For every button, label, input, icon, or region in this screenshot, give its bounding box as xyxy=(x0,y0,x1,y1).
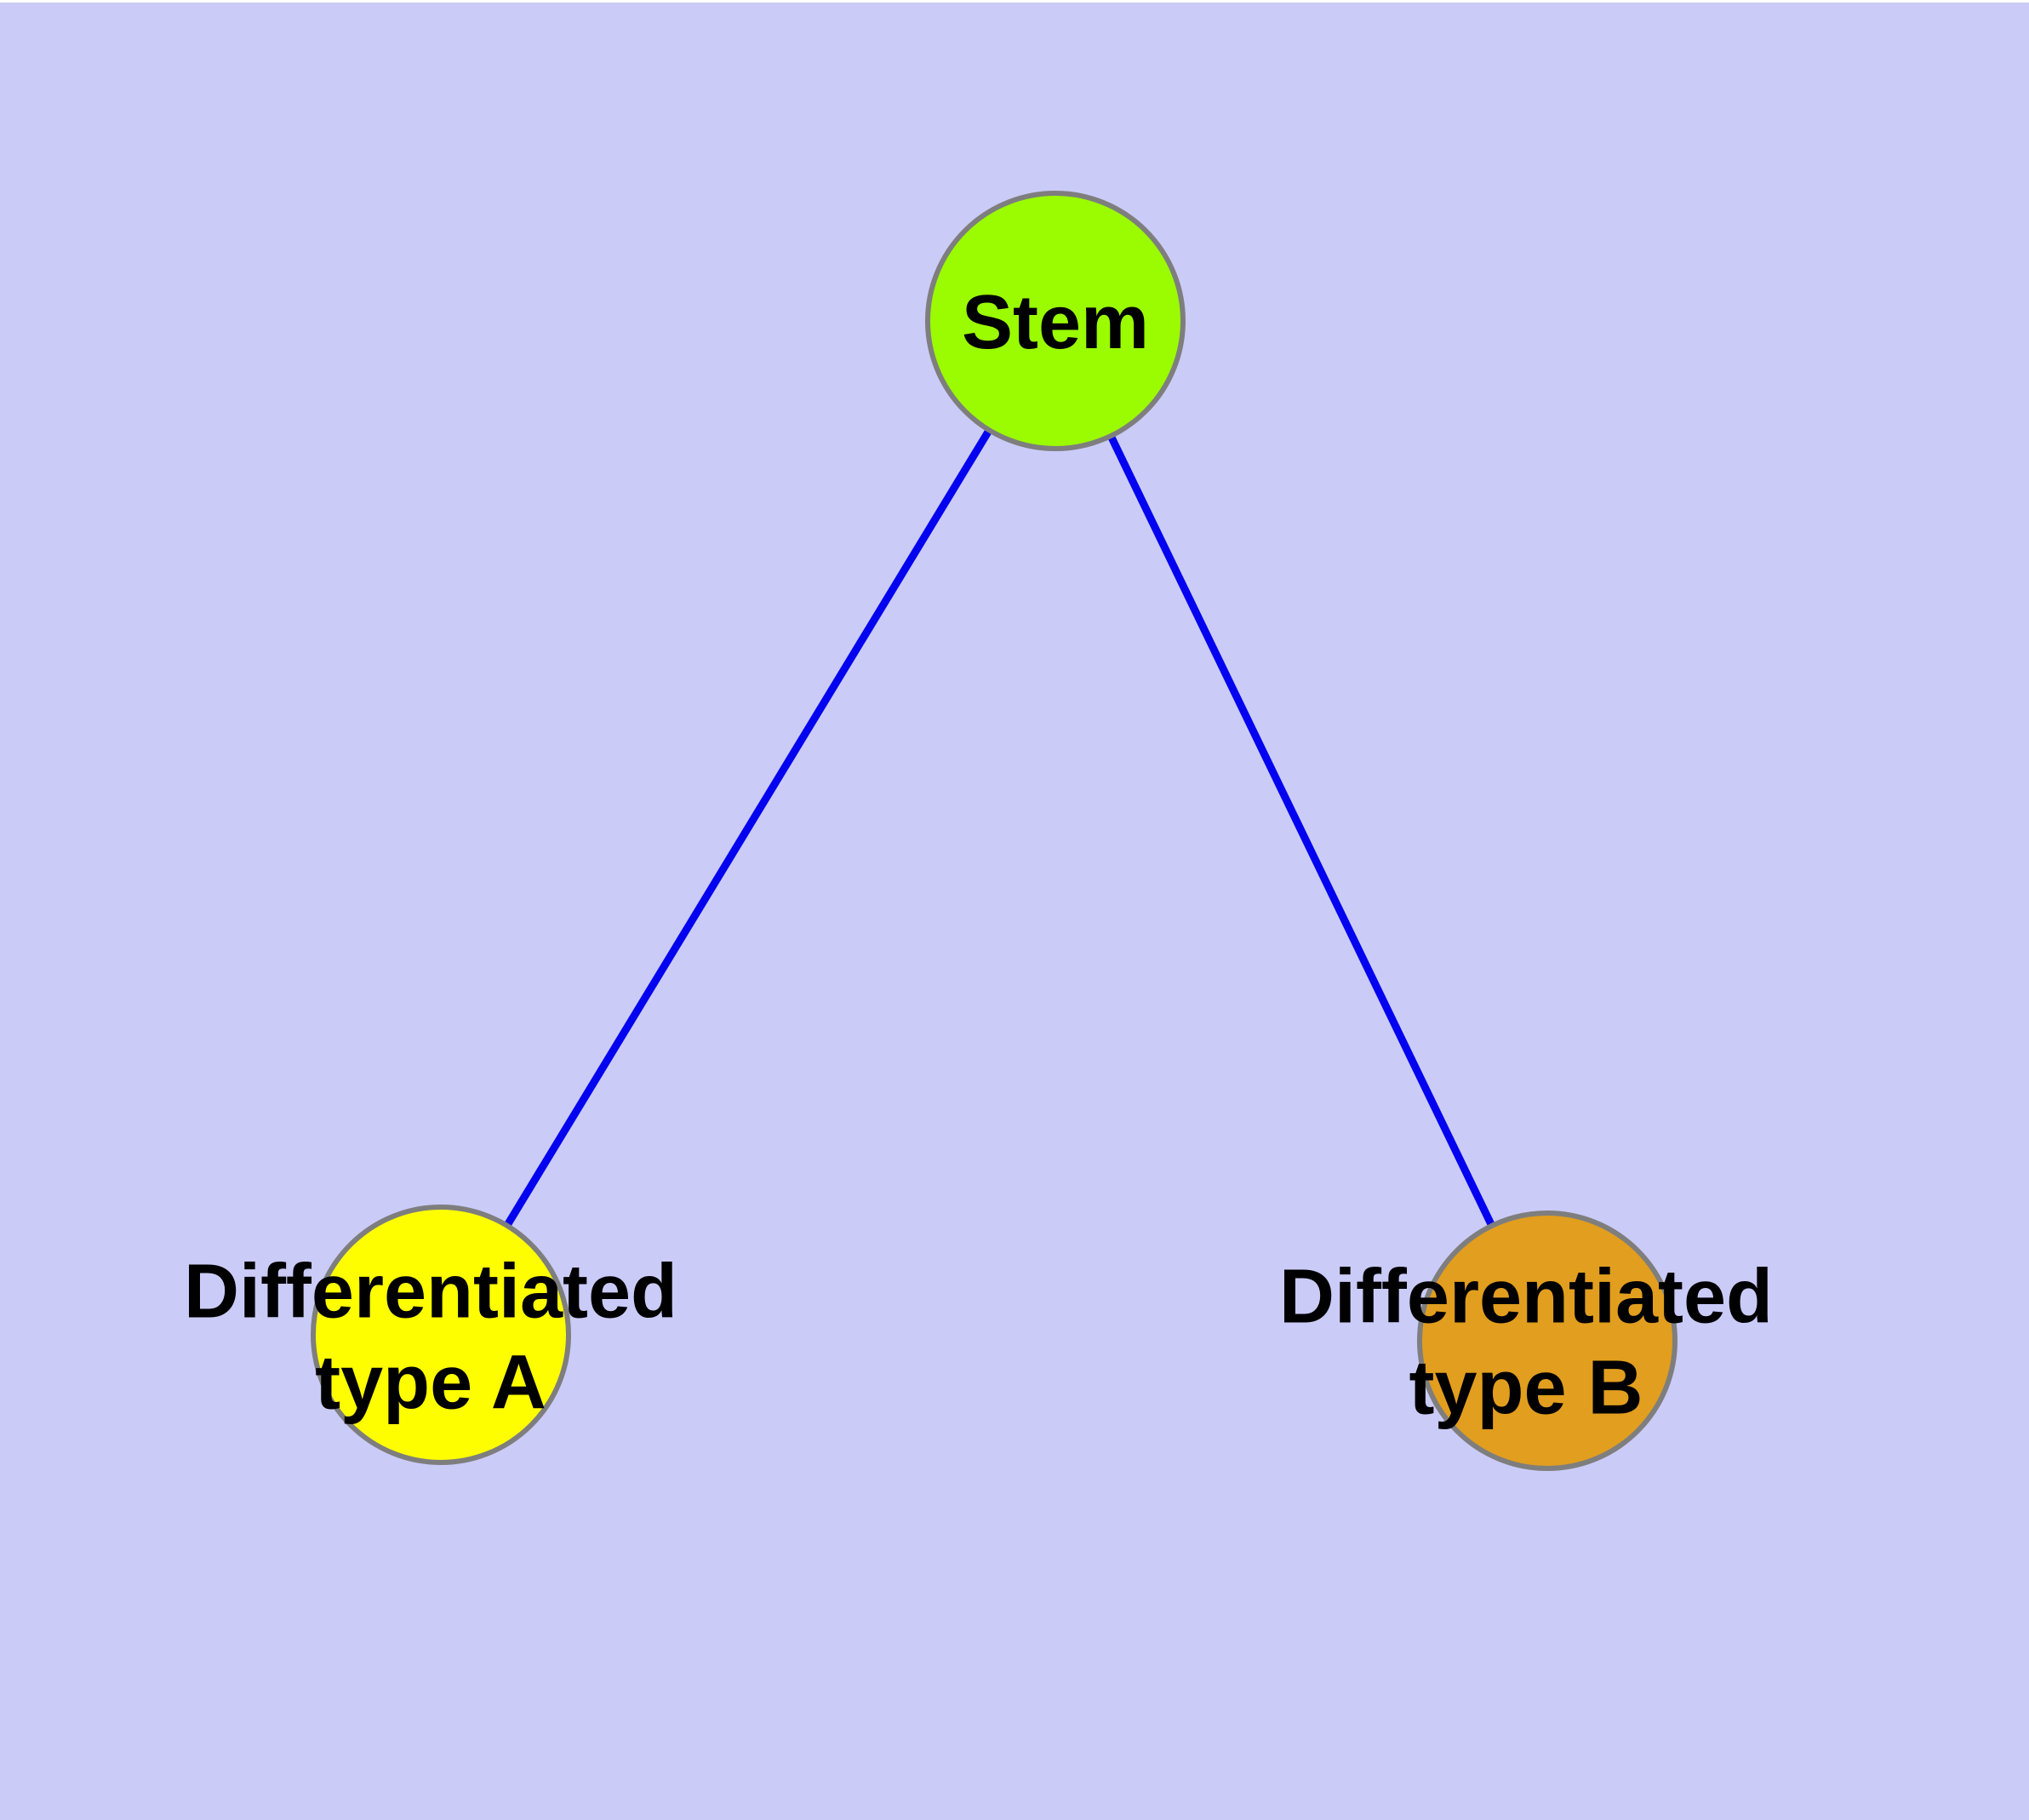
node-diff-a-label-line: Differentiated xyxy=(184,1250,677,1335)
edge-stem-to-diff-b xyxy=(1051,319,1552,1342)
node-diff-a-circle xyxy=(311,1205,571,1465)
node-diff-b-label-line: type B xyxy=(1409,1346,1643,1431)
node-stem-label-line: Stem xyxy=(962,280,1149,365)
node-diff-b-label-line: Differentiated xyxy=(1279,1255,1773,1340)
node-diff-a-label-line: type A xyxy=(315,1341,546,1426)
node-stem-circle xyxy=(925,191,1186,451)
node-diff-b-circle xyxy=(1417,1210,1677,1471)
edge-stem-to-diff-a xyxy=(437,318,1059,1337)
node-stem-label: Stem xyxy=(962,280,1149,365)
